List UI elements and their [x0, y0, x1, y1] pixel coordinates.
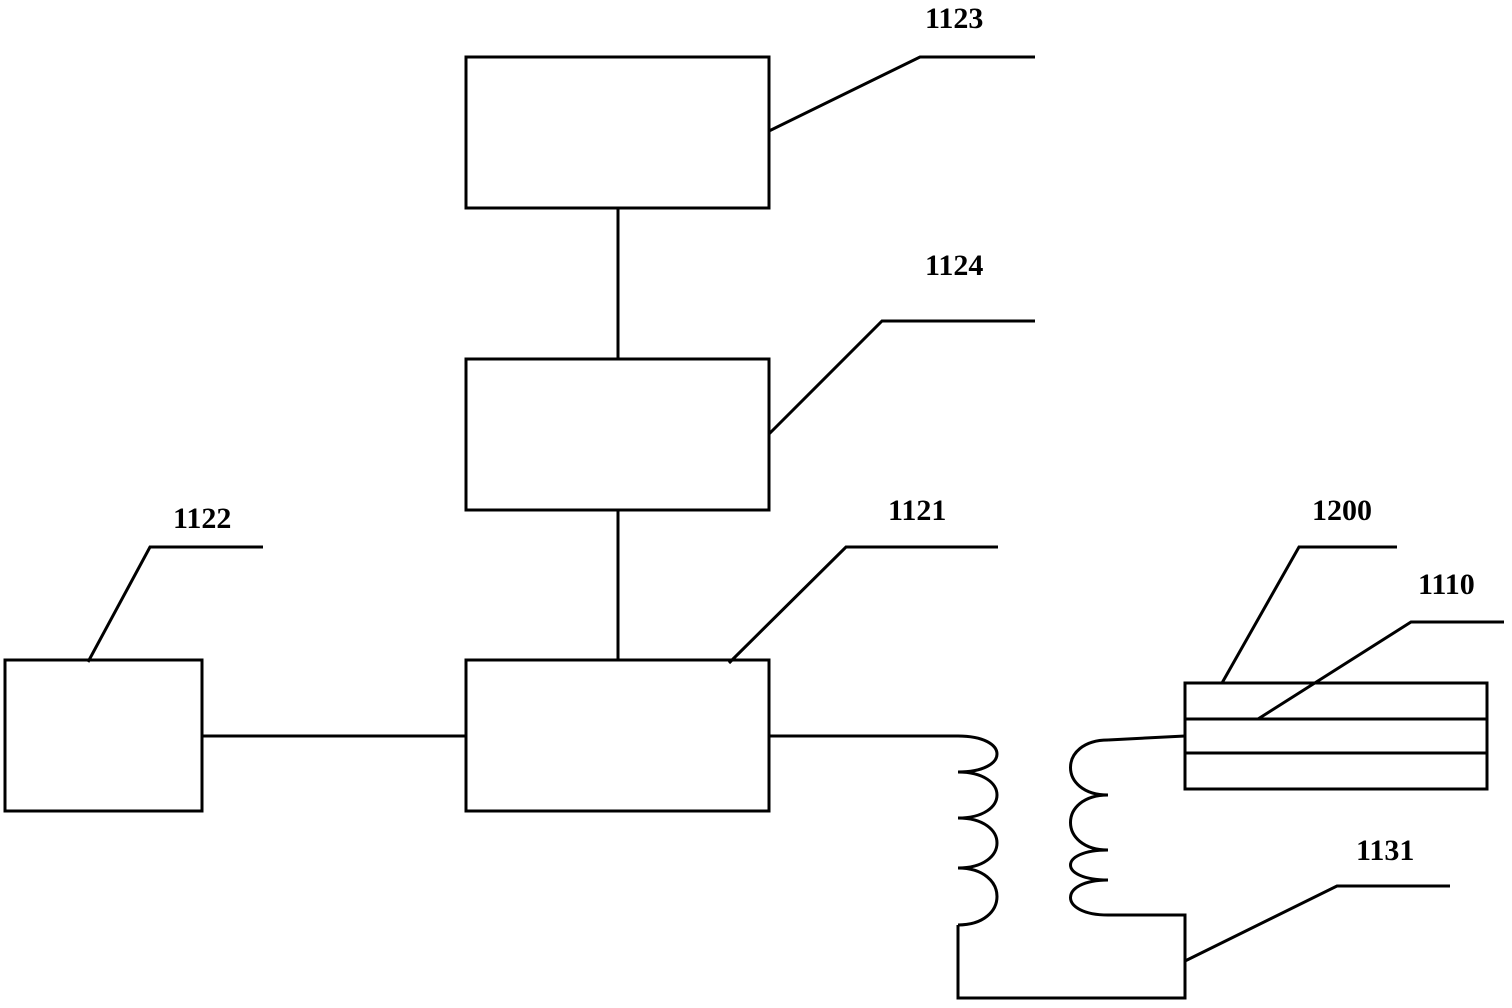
leader-1110 — [1257, 620, 1504, 721]
label-1123: 1123 — [925, 2, 983, 35]
leader-1200 — [1220, 545, 1397, 684]
primary-coil — [957, 734, 999, 927]
block-1123 — [464, 55, 771, 210]
component-1200 — [1183, 681, 1489, 791]
label-1124: 1124 — [925, 249, 983, 282]
block-1121 — [464, 658, 771, 813]
label-1200: 1200 — [1312, 494, 1372, 527]
label-1131: 1131 — [1356, 834, 1414, 867]
connections — [202, 208, 1187, 1000]
leader-1124 — [767, 319, 1035, 436]
block-1122 — [3, 658, 204, 813]
leader-1121 — [727, 545, 998, 665]
secondary-coil — [1069, 738, 1109, 917]
label-1122: 1122 — [173, 502, 231, 535]
label-1110: 1110 — [1418, 568, 1475, 601]
leader-lines — [86, 55, 1504, 963]
label-1121: 1121 — [888, 494, 946, 527]
leader-1123 — [768, 55, 1035, 133]
leader-1122 — [86, 545, 263, 663]
leader-1131 — [1184, 884, 1450, 963]
block-1124 — [464, 357, 771, 512]
